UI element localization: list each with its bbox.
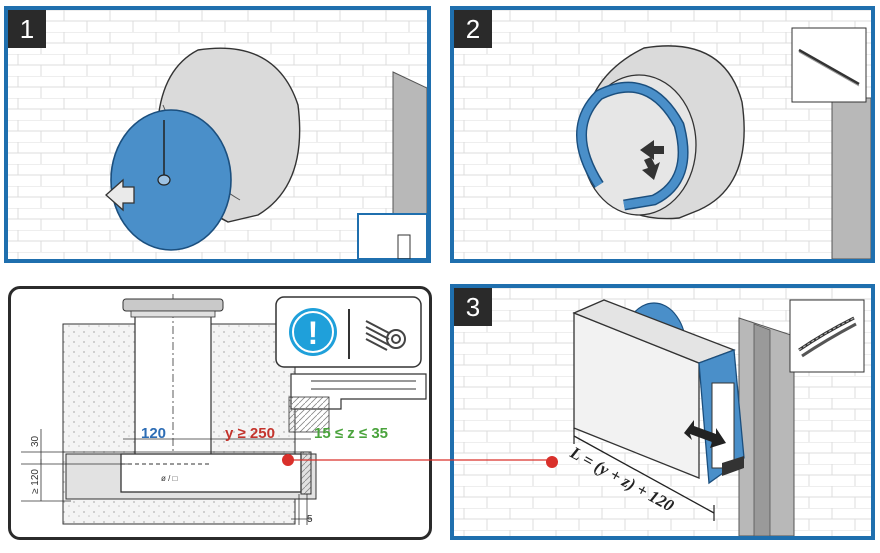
adjust-arrow-icon — [684, 420, 726, 448]
rotate-arrow-icon — [640, 140, 664, 160]
info-symbol: ! — [308, 315, 319, 351]
step-2-illustration — [454, 10, 871, 259]
label-120: 120 — [141, 425, 166, 442]
insulation-strip — [577, 83, 688, 209]
dim-30: 30 — [30, 435, 41, 447]
remove-arrow-icon — [105, 178, 135, 212]
label-diameter: ø / □ — [161, 474, 178, 483]
cross-section-drawing: ! 30 ≥ 120 120 y ≥ 250 15 ≤ z ≤ 35 ø / □… — [21, 294, 427, 525]
dim-ge120: ≥ 120 — [30, 469, 41, 494]
rod-tool-icon — [798, 48, 860, 86]
step-number-2: 2 — [454, 10, 492, 48]
label-y: y ≥ 250 — [225, 425, 275, 442]
step-3-illustration: L = (y + z) + 120 — [454, 288, 871, 536]
info-exclamation-icon — [289, 308, 337, 356]
step-1-panel: 1 — [4, 6, 431, 263]
step-3-panel: L = (y + z) + 120 3 — [450, 284, 875, 540]
wire-roll-icon — [365, 320, 406, 351]
step-number-1: 1 — [8, 10, 46, 48]
label-z: 15 ≤ z ≤ 35 — [314, 425, 388, 442]
step-number-3: 3 — [454, 288, 492, 326]
step-1-illustration — [8, 10, 427, 259]
twisted-rods-icon — [798, 316, 857, 358]
cover-disc — [110, 109, 232, 251]
step-2-panel: 2 — [450, 6, 875, 263]
connector-dot-left — [282, 454, 294, 466]
dim-5: 5 — [307, 514, 313, 525]
cross-section-diagram: ! 30 ≥ 120 120 y ≥ 250 15 ≤ z ≤ 35 ø / □… — [8, 286, 432, 540]
connector-dot-right — [546, 456, 558, 468]
